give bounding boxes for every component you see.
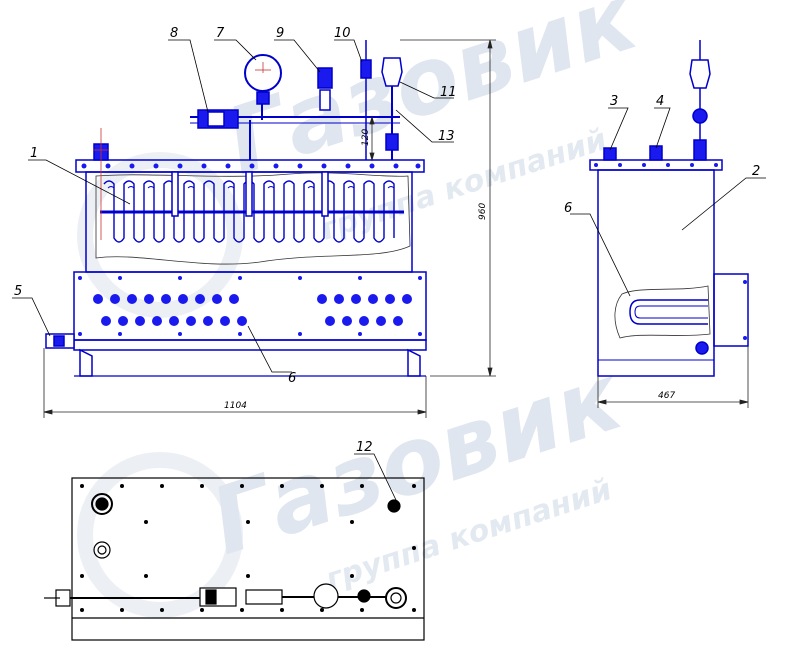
callout-1: 1 bbox=[30, 146, 38, 161]
side-fitting-3 bbox=[603, 147, 617, 161]
top-view bbox=[44, 477, 425, 641]
front-sensor-11 bbox=[381, 57, 403, 87]
callout-leaders bbox=[12, 39, 766, 501]
callout-3: 3 bbox=[610, 94, 618, 109]
callout-7: 7 bbox=[216, 26, 225, 41]
front-base-frame bbox=[73, 339, 427, 351]
dimension-labels: 1104 960 120 467 bbox=[224, 129, 675, 411]
callout-12: 12 bbox=[356, 440, 373, 455]
top-large-port bbox=[91, 493, 113, 515]
callout-9: 9 bbox=[276, 26, 284, 41]
front-burner-holes bbox=[93, 294, 412, 326]
front-fitting-10 bbox=[360, 59, 372, 79]
dim-total-height: 960 bbox=[478, 203, 488, 220]
callout-8: 8 bbox=[170, 26, 178, 41]
front-burner-box-bolts bbox=[78, 276, 422, 336]
callout-2: 2 bbox=[752, 164, 760, 179]
side-burner-box bbox=[713, 273, 749, 347]
callout-6-front: 6 bbox=[288, 371, 296, 386]
front-valve-9 bbox=[317, 67, 333, 89]
front-cutaway-outline bbox=[95, 172, 411, 265]
dim-side-width: 467 bbox=[658, 391, 675, 401]
top-port-12 bbox=[387, 499, 401, 513]
callout-4: 4 bbox=[656, 94, 664, 109]
side-body bbox=[597, 169, 715, 377]
callout-5: 5 bbox=[14, 284, 22, 299]
callout-11: 11 bbox=[440, 85, 457, 100]
side-sensor bbox=[689, 59, 711, 89]
side-drain-valve bbox=[695, 341, 709, 355]
side-fitting-4 bbox=[649, 145, 663, 161]
watermark-logo-icon bbox=[77, 152, 243, 618]
top-bolt-marks bbox=[80, 484, 416, 612]
side-view bbox=[589, 40, 749, 377]
dim-pipe-height: 120 bbox=[361, 129, 371, 146]
front-right-leg bbox=[407, 348, 421, 377]
side-cutaway-outline bbox=[614, 285, 711, 339]
front-view bbox=[45, 40, 427, 377]
top-small-port bbox=[93, 541, 111, 559]
side-top-flange bbox=[589, 159, 723, 171]
front-flange-bolts bbox=[81, 163, 421, 169]
dim-total-width: 1104 bbox=[224, 401, 247, 411]
side-coil bbox=[629, 299, 708, 325]
callout-10: 10 bbox=[334, 26, 351, 41]
top-outer-frame bbox=[71, 477, 425, 641]
callout-numbers: 1 2 3 4 5 6 6 7 8 9 10 11 12 13 bbox=[14, 26, 760, 455]
callout-6-side: 6 bbox=[564, 201, 572, 216]
callout-13: 13 bbox=[438, 129, 455, 144]
dimension-lines bbox=[43, 39, 749, 418]
watermark: Газовик группа компаний Газовик группа к… bbox=[77, 0, 651, 618]
front-left-leg bbox=[79, 348, 93, 377]
